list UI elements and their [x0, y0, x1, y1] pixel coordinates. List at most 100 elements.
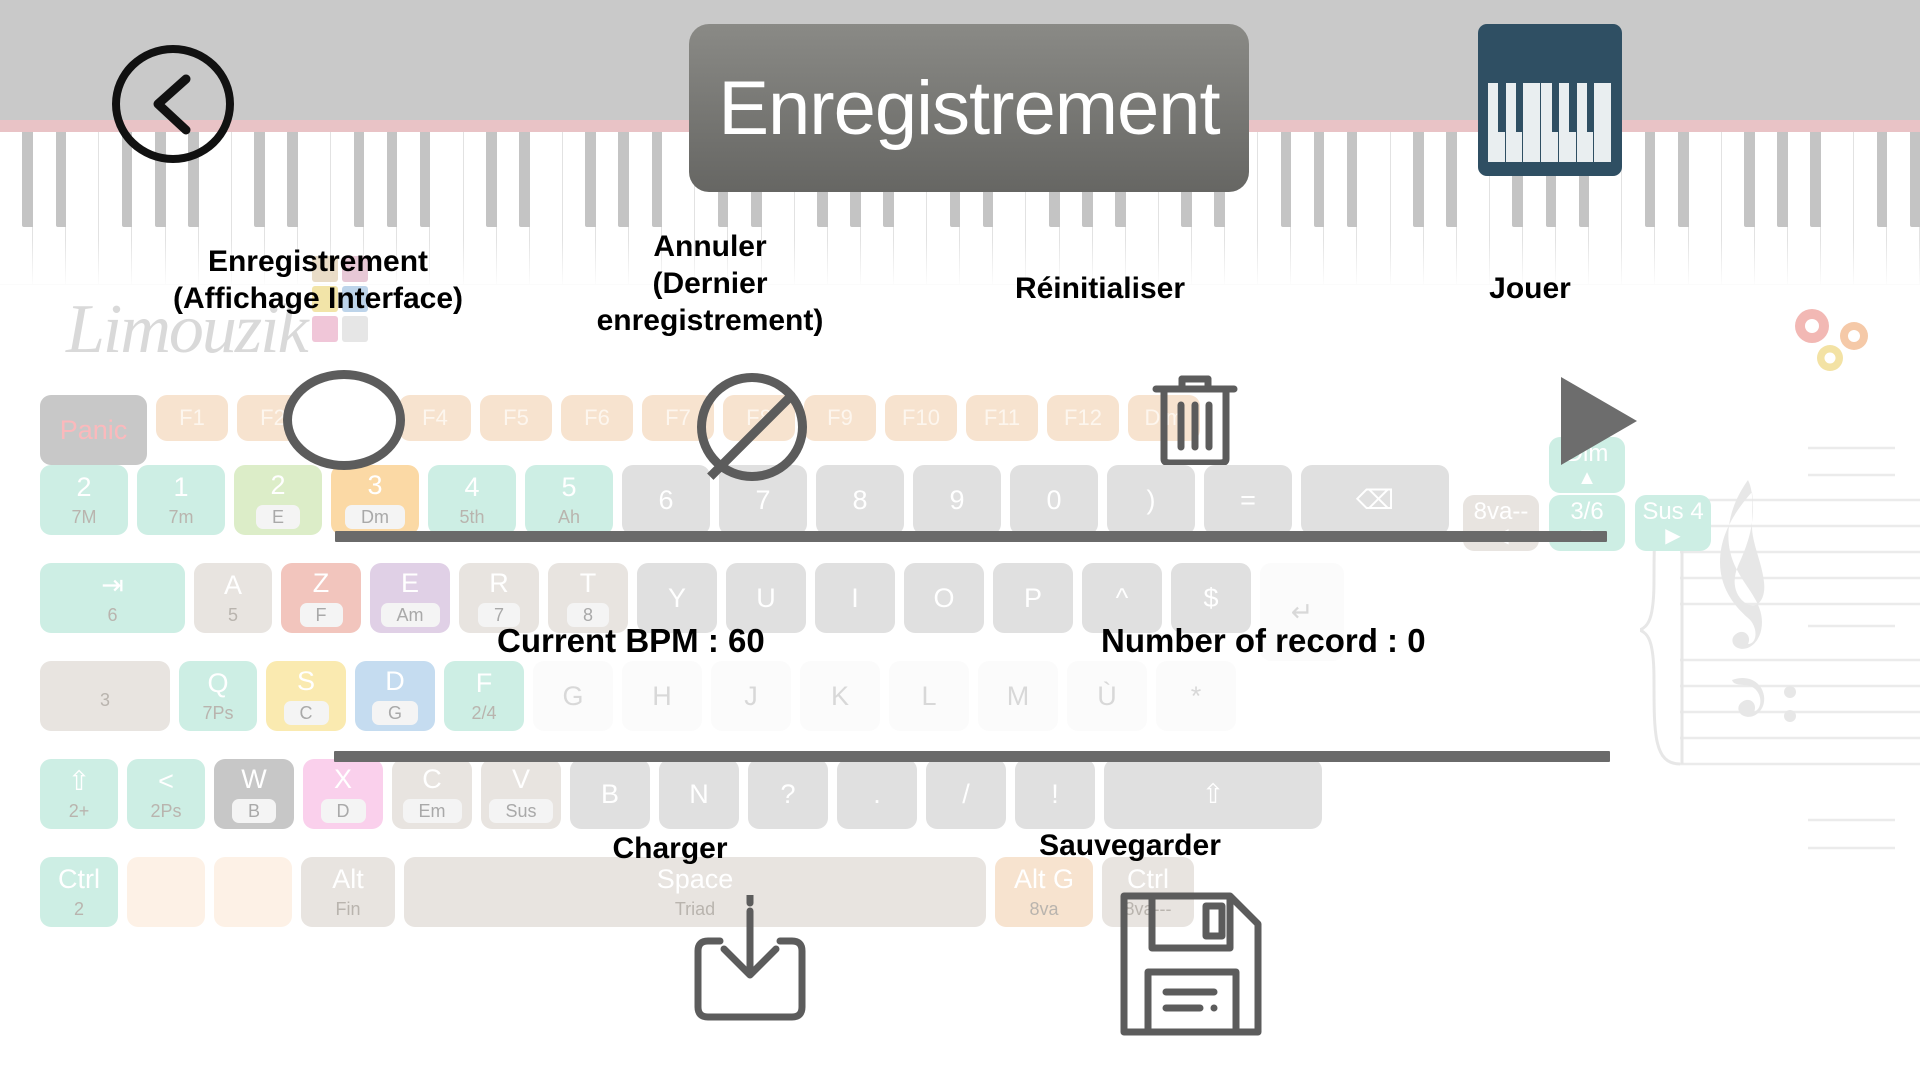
key-[interactable]: ⇥6	[40, 563, 185, 633]
key-0[interactable]: 0	[1010, 465, 1098, 535]
key-[interactable]: ^	[1082, 563, 1162, 633]
piano-icon[interactable]	[1478, 24, 1622, 176]
key-f9[interactable]: F9	[804, 395, 876, 441]
key-u[interactable]: U	[726, 563, 806, 633]
key-y[interactable]: Y	[637, 563, 717, 633]
key-k[interactable]: K	[800, 661, 880, 731]
key-f10[interactable]: F10	[885, 395, 957, 441]
arrow-left-key[interactable]: 8va--◀	[1463, 495, 1539, 551]
key-f11[interactable]: F11	[966, 395, 1038, 441]
key-f4[interactable]: F4	[399, 395, 471, 441]
arrow-key-cluster[interactable]: Dim▲8va--◀3/6▼Sus 4▶	[1463, 437, 1711, 557]
undo-button[interactable]	[697, 373, 807, 481]
key-[interactable]: ⇧2+	[40, 759, 118, 829]
piano-icon-white-key	[1505, 83, 1527, 162]
key-[interactable]: )	[1107, 465, 1195, 535]
key-[interactable]: ⌫	[1301, 465, 1449, 535]
key-6[interactable]: 6	[622, 465, 710, 535]
key-[interactable]: /	[926, 759, 1006, 829]
timeline-bar-bottom[interactable]	[334, 751, 1610, 762]
key-i[interactable]: I	[815, 563, 895, 633]
play-button[interactable]	[1557, 375, 1639, 467]
key-blank[interactable]	[214, 857, 292, 927]
back-button[interactable]	[112, 45, 234, 163]
play-caption: Jouer	[1489, 272, 1571, 305]
arrow-down-key[interactable]: 3/6▼	[1549, 495, 1625, 551]
key-f6[interactable]: F6	[561, 395, 633, 441]
key-blank[interactable]: 3	[40, 661, 170, 731]
key-8[interactable]: 8	[816, 465, 904, 535]
key-[interactable]: <2Ps	[127, 759, 205, 829]
key-[interactable]: $	[1171, 563, 1251, 633]
load-button[interactable]	[690, 895, 810, 1025]
key-sublabel: 8va	[1029, 899, 1059, 919]
key-[interactable]: ↵	[1260, 563, 1344, 661]
key-o[interactable]: O	[904, 563, 984, 633]
key-glyph: !	[1051, 778, 1059, 809]
key-blank[interactable]	[127, 857, 205, 927]
key-f12[interactable]: F12	[1047, 395, 1119, 441]
arrow-key-label: 8va--	[1473, 498, 1529, 525]
key-[interactable]: Ù	[1067, 661, 1147, 731]
key-g[interactable]: G	[533, 661, 613, 731]
key-sublabel: 8	[566, 602, 609, 627]
logo-square	[342, 256, 368, 282]
logo-text: Limouzik	[66, 291, 309, 368]
key-[interactable]: !	[1015, 759, 1095, 829]
key-[interactable]: =	[1204, 465, 1292, 535]
key-[interactable]: ?	[748, 759, 828, 829]
key-glyph: F4	[422, 405, 448, 430]
record-button[interactable]	[283, 370, 405, 470]
reset-button[interactable]	[1148, 373, 1242, 465]
key-n[interactable]: N	[659, 759, 739, 829]
key-m[interactable]: M	[978, 661, 1058, 731]
key-panic[interactable]: Panic	[40, 395, 147, 465]
logo-square	[312, 256, 338, 282]
key-sublabel: B	[231, 798, 276, 823]
number-of-record-label: Number of record : 0	[1101, 622, 1426, 659]
virtual-keyboard[interactable]: PanicF1F2F3F4F5F6F7F8F9F10F11F12Dim27M17…	[0, 395, 1700, 1055]
key-glyph: V	[511, 763, 530, 794]
key-[interactable]: .	[837, 759, 917, 829]
key-9[interactable]: 9	[913, 465, 1001, 535]
piano-black-key	[1909, 132, 1920, 227]
key-f5[interactable]: F5	[480, 395, 552, 441]
arrow-right-key[interactable]: Sus 4▶	[1635, 495, 1711, 551]
key-[interactable]: ⇧	[1104, 759, 1322, 829]
key-sublabel: 6	[107, 605, 118, 625]
key-j[interactable]: J	[711, 661, 791, 731]
key-f1[interactable]: F1	[156, 395, 228, 441]
save-button[interactable]	[1118, 890, 1264, 1038]
key-h[interactable]: H	[622, 661, 702, 731]
key-p[interactable]: P	[993, 563, 1073, 633]
key-[interactable]: *	[1156, 661, 1236, 731]
timeline-bar-top[interactable]	[335, 531, 1607, 542]
key-l[interactable]: L	[889, 661, 969, 731]
key-b[interactable]: B	[570, 759, 650, 829]
